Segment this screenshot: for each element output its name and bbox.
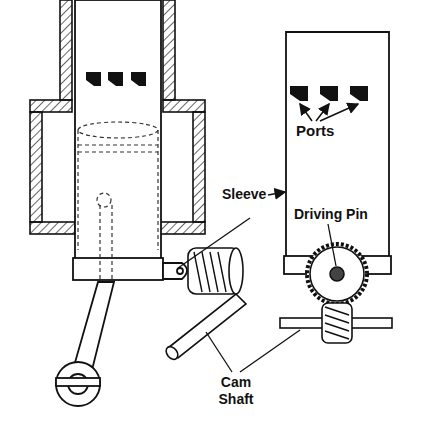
part-label: Sleeve <box>222 186 266 203</box>
part-label: Cam Shaft <box>212 374 260 408</box>
part-label: Driving Pin <box>294 206 368 223</box>
part-label: Ports <box>296 122 334 139</box>
